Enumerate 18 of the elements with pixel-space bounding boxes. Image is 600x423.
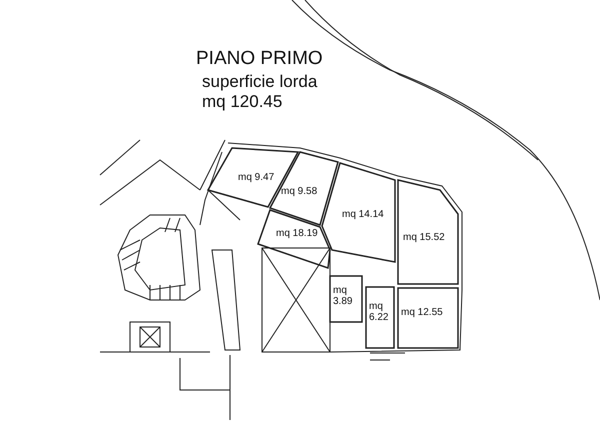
room xyxy=(366,287,394,348)
room-area-label: mq 14.14 xyxy=(342,209,385,220)
room xyxy=(330,276,362,322)
room-area-label: mq 3.89 xyxy=(333,285,354,307)
area-value: mq 120.45 xyxy=(202,92,282,112)
plan-title: PIANO PRIMO xyxy=(196,48,323,70)
room xyxy=(208,148,298,207)
room-area-label: mq 18.19 xyxy=(276,228,319,239)
room-area-label: mq 9.47 xyxy=(238,172,276,183)
room-area-label: mq 6.22 xyxy=(369,301,390,323)
area-caption: superficie lorda xyxy=(202,72,318,92)
room xyxy=(322,163,395,262)
room xyxy=(398,180,458,284)
room xyxy=(398,288,458,348)
room-area-label: mq 15.52 xyxy=(403,232,446,243)
room-area-label: mq 12.55 xyxy=(401,307,444,318)
room-area-label: mq 9.58 xyxy=(281,186,318,197)
room xyxy=(258,210,330,268)
